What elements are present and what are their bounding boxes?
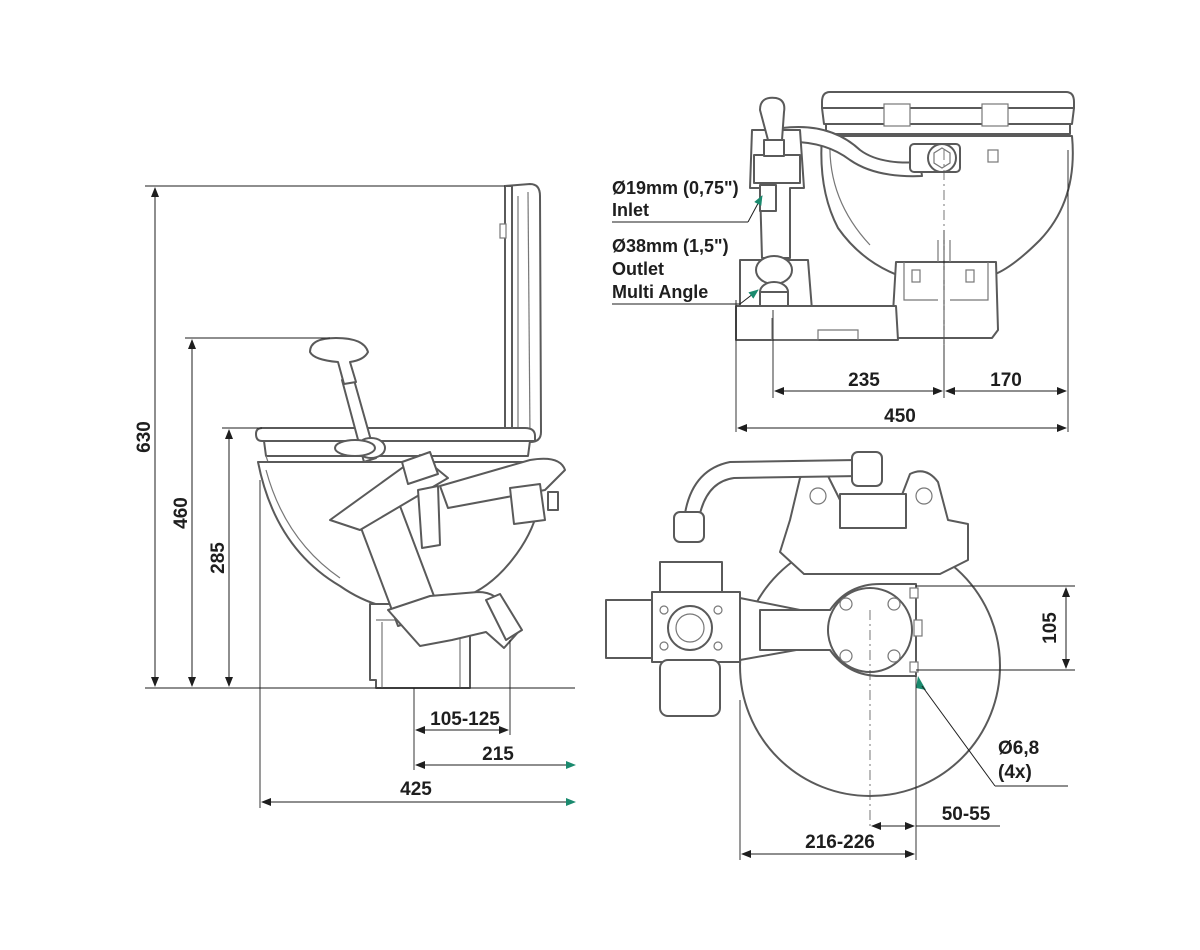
bolt-hole-count: (4x) (998, 762, 1032, 783)
outlet-multi-angle-label: Multi Angle (612, 282, 708, 302)
dim-105: 105 (1040, 612, 1061, 644)
dim-630: 630 (134, 421, 155, 453)
dim-170: 170 (990, 370, 1022, 391)
bolt-hole-size: Ø6,8 (998, 738, 1039, 759)
dim-50-55: 50-55 (942, 804, 991, 825)
side-view (255, 183, 566, 689)
seat-outline (255, 427, 536, 463)
pump-assembly (309, 337, 566, 649)
dim-215: 215 (482, 744, 514, 765)
outlet-size-label: Ø38mm (1,5") (612, 236, 729, 256)
front-view-dimensions: 235 170 450 (735, 150, 1069, 432)
dim-216-226: 216-226 (805, 832, 875, 853)
dim-425: 425 (400, 779, 432, 800)
lid-outline (499, 183, 542, 443)
dim-450: 450 (884, 406, 916, 427)
top-view (605, 451, 1001, 830)
front-view-callouts: Ø19mm (0,75") Inlet Ø38mm (1,5") Outlet … (612, 178, 763, 305)
dim-460: 460 (171, 497, 192, 529)
inlet-label: Inlet (612, 200, 649, 220)
dim-105-125: 105-125 (430, 709, 500, 730)
inlet-size-label: Ø19mm (0,75") (612, 178, 739, 198)
outlet-label: Outlet (612, 259, 664, 279)
dim-235: 235 (848, 370, 880, 391)
dim-285: 285 (208, 542, 229, 574)
side-view-dimensions: 630 460 285 105-125 215 425 (134, 185, 576, 808)
top-view-dimensions: 105 Ø6,8 (4x) 50-55 216-226 (739, 585, 1075, 860)
front-view (735, 91, 1075, 341)
